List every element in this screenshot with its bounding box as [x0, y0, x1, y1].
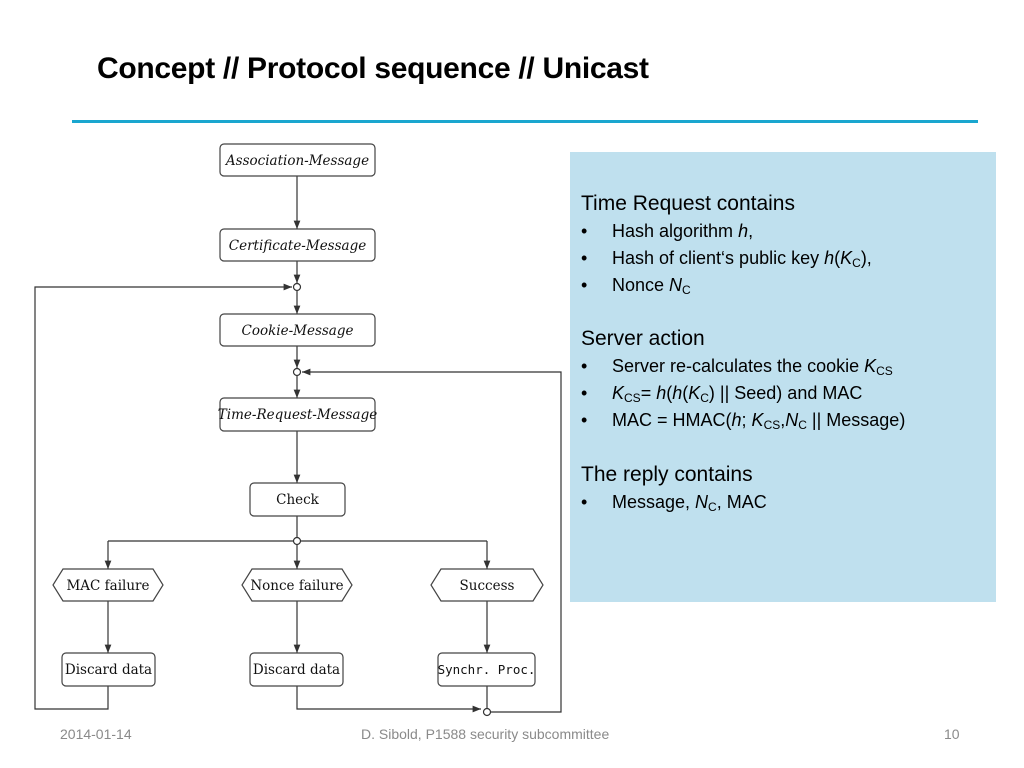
node-association-box — [219, 143, 376, 177]
loop-left-to-cookie — [34, 283, 292, 710]
footer-author: D. Sibold, P1588 security subcommittee — [361, 726, 610, 742]
node-mac-failure-hex — [52, 568, 164, 602]
list-item: Nonce NC — [581, 272, 996, 299]
node-cookie-box — [219, 313, 376, 347]
node-nonce-failure-hex — [241, 568, 353, 602]
node-synchr-label: Synchr. Proc. — [438, 662, 536, 677]
list-item: Message, NC, MAC — [581, 489, 996, 516]
node-nonce-failure-label: Nonce failure — [250, 578, 343, 594]
node-discard-left-label: Discard data — [65, 662, 152, 678]
node-check-box — [249, 482, 346, 517]
node-certificate-label: Certificate-Message — [229, 238, 366, 254]
junction-split — [292, 536, 302, 546]
time-request-list: Hash algorithm h, Hash of client‘s publi… — [581, 218, 996, 299]
reply-list: Message, NC, MAC — [581, 489, 996, 516]
title-divider — [72, 120, 978, 123]
footer-date: 2014-01-14 — [60, 726, 132, 742]
node-discard-mid-box — [249, 652, 344, 687]
node-timerequest-box — [219, 397, 376, 432]
node-discard-left-box — [61, 652, 156, 687]
server-action-list: Server re-calculates the cookie KCS KCS=… — [581, 353, 996, 434]
node-check-label: Check — [276, 492, 320, 508]
junction-timerequest — [292, 367, 302, 377]
node-success-hex — [430, 568, 544, 602]
list-item: Hash algorithm h, — [581, 218, 996, 245]
time-request-heading: Time Request contains — [581, 192, 795, 215]
junction-bottom — [482, 707, 492, 717]
slide-title: Concept // Protocol sequence // Unicast — [97, 52, 649, 85]
loop-synchr-to-timerequest — [302, 368, 562, 713]
node-synchr-box — [437, 652, 536, 687]
node-timerequest-label: Time-Request-Message — [218, 407, 377, 423]
node-discard-mid-label: Discard data — [253, 662, 340, 678]
list-item: Server re-calculates the cookie KCS — [581, 353, 996, 380]
node-association-label: Association-Message — [224, 153, 369, 169]
info-panel: Time Request contains Hash algorithm h, … — [570, 152, 996, 602]
node-success-label: Success — [460, 578, 515, 594]
server-action-heading: Server action — [581, 327, 705, 350]
list-item: KCS= h(h(KC) || Seed) and MAC — [581, 380, 996, 407]
loop-mid-to-bottom — [296, 686, 481, 713]
node-certificate-box — [219, 228, 376, 262]
list-item: Hash of client‘s public key h(KC), — [581, 245, 996, 272]
junction-cookie — [292, 282, 302, 292]
list-item: MAC = HMAC(h; KCS,NC || Message) — [581, 407, 996, 434]
node-cookie-label: Cookie-Message — [242, 323, 354, 339]
node-mac-failure-label: MAC failure — [66, 578, 149, 594]
footer-page-number: 10 — [944, 726, 960, 742]
reply-heading: The reply contains — [581, 463, 753, 486]
